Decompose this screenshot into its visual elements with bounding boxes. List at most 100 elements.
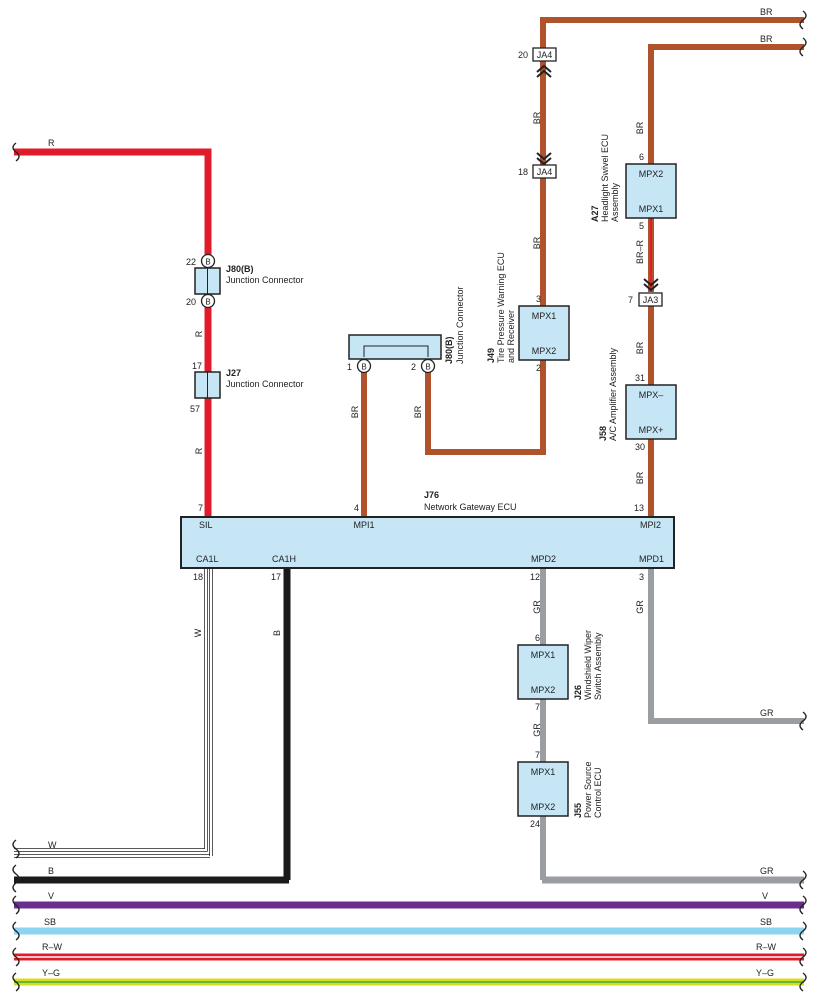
break-left-b	[12, 864, 20, 893]
svg-text:B: B	[205, 258, 210, 267]
upper-wires	[14, 17, 804, 517]
gateway-bottom-pins: 18 17 12 3	[193, 572, 644, 582]
gateway-id: J76	[424, 490, 439, 500]
lower-wires	[14, 568, 804, 880]
gateway-pin-mpi2: MPI2	[640, 520, 661, 530]
a27-ecu: MPX2 MPX1 6 5 A27 Headlight Swivel ECU A…	[590, 134, 677, 231]
j26-ecu: MPX1 MPX2 6 7 J26 Windshield Wiper Switc…	[517, 630, 603, 712]
break-left-w	[12, 839, 20, 859]
ja3-connector: JA3 7	[628, 278, 663, 307]
wire-gr-mpd1	[648, 568, 804, 724]
ja4-connectors: JA4 20 JA4 18	[518, 47, 557, 179]
label-r-j80: R	[194, 330, 204, 337]
label-br-second: BR	[760, 34, 773, 44]
break-left-sb	[12, 921, 20, 941]
label-rw-left: R–W	[42, 942, 63, 952]
j58-name: A/C Amplifier Assembly	[608, 347, 618, 441]
j27-pin57: 57	[190, 404, 200, 414]
j58-id: J58	[598, 426, 608, 441]
label-br-j58: BR	[635, 471, 645, 484]
label-gr-bus: GR	[760, 866, 774, 876]
wire-r	[14, 148, 212, 517]
a27-name1: Headlight Swivel ECU	[600, 134, 610, 222]
break-right-yg	[799, 972, 807, 992]
j55-name1: Power Source	[583, 761, 593, 818]
j26-id: J26	[573, 685, 583, 700]
j55-pin-in: 7	[535, 750, 540, 760]
label-br-top: BR	[760, 7, 773, 17]
label-gr-j26: GR	[532, 723, 542, 737]
label-r-top: R	[48, 138, 55, 148]
j80-r-pin22: 22	[186, 257, 196, 267]
gateway-pin-mpd2: MPD2	[531, 554, 556, 564]
j80-b-connector: B B 1 2 J80(B) Junction Connector 4	[347, 286, 465, 513]
label-gr-mpd2: GR	[532, 600, 542, 614]
j27-connector: 17 57 J27 Junction Connector 7	[190, 361, 304, 513]
svg-text:MPX2: MPX2	[639, 169, 664, 179]
ja4-top	[532, 47, 557, 62]
break-left-r	[12, 142, 20, 162]
label-b-bus: B	[48, 866, 54, 876]
bus-wires	[14, 854, 804, 986]
svg-text:MPX1: MPX1	[532, 311, 557, 321]
a27-pin-in: 6	[639, 152, 644, 162]
label-br-loop: BR	[413, 405, 423, 418]
svg-text:12: 12	[530, 572, 540, 582]
label-br-mpi1: BR	[350, 405, 360, 418]
ja4-bot	[532, 164, 557, 179]
j80-b-pinnum1: 1	[347, 362, 352, 372]
svg-text:MPX2: MPX2	[531, 685, 556, 695]
break-right-v	[799, 895, 807, 915]
wire-br-j49-j80	[425, 360, 546, 455]
ja4-bot-chevron	[536, 152, 552, 166]
break-right-sb	[799, 921, 807, 941]
j80-b-name: Junction Connector	[455, 286, 465, 364]
gateway-pin-mpd1: MPD1	[639, 554, 664, 564]
gateway-ecu: J76 Network Gateway ECU SIL MPI1 MPI2 CA…	[180, 490, 675, 569]
label-yg-left: Y–G	[42, 968, 60, 978]
break-right-br1	[799, 10, 807, 30]
gateway-name: Network Gateway ECU	[424, 502, 517, 512]
label-r-j27: R	[194, 447, 204, 454]
j80-b-body	[348, 334, 442, 360]
a27-pin-out: 5	[639, 221, 644, 231]
a27-body	[625, 163, 677, 219]
j49-pin-out: 2	[536, 363, 541, 373]
break-right-gr	[799, 711, 807, 731]
break-left-v	[12, 895, 20, 915]
a27-name2: Assembly	[610, 182, 620, 222]
wire-w	[14, 568, 208, 852]
j49-pin-in: 3	[536, 294, 541, 304]
wire-labels: R BR BR BR BR BR BR–R BR BR BR BR R R W …	[42, 7, 777, 978]
svg-text:3: 3	[639, 572, 644, 582]
j26-body	[517, 644, 569, 700]
label-sb-right: SB	[760, 917, 772, 927]
j49-body	[518, 305, 570, 361]
ja4-top-pin: 20	[518, 50, 528, 60]
j58-body	[625, 384, 677, 440]
svg-text:MPX+: MPX+	[639, 425, 664, 435]
j27-pin17: 17	[192, 361, 202, 371]
label-br-r: BR–R	[635, 240, 645, 265]
j80-b-id: J80(B)	[444, 336, 454, 364]
label-br-ja4: BR	[532, 111, 542, 124]
svg-text:MPX2: MPX2	[532, 346, 557, 356]
j26-name2: Switch Assembly	[593, 632, 603, 700]
svg-text:B: B	[361, 363, 366, 372]
j49-id: J49	[486, 348, 496, 363]
gw-mpi1-pin: 4	[354, 503, 359, 513]
j26-pin-out: 7	[535, 702, 540, 712]
j26-pin-in: 6	[535, 633, 540, 643]
label-gr-mpd1: GR	[635, 600, 645, 614]
gateway-pin-mpi1: MPI1	[353, 520, 374, 530]
svg-text:17: 17	[271, 572, 281, 582]
label-yg-right: Y–G	[756, 968, 774, 978]
j58-pin-in: 31	[635, 373, 645, 383]
j80-r-pin-top	[200, 253, 216, 269]
j49-name1: Tire Pressure Warning ECU	[496, 252, 506, 363]
svg-text:MPX2: MPX2	[531, 802, 556, 812]
label-v-right: V	[762, 891, 768, 901]
gateway-pin-ca1h: CA1H	[272, 554, 296, 564]
j58-ecu: MPX– MPX+ 31 30 J58 A/C Amplifier Assemb…	[598, 347, 677, 513]
svg-text:JA4: JA4	[537, 50, 553, 60]
